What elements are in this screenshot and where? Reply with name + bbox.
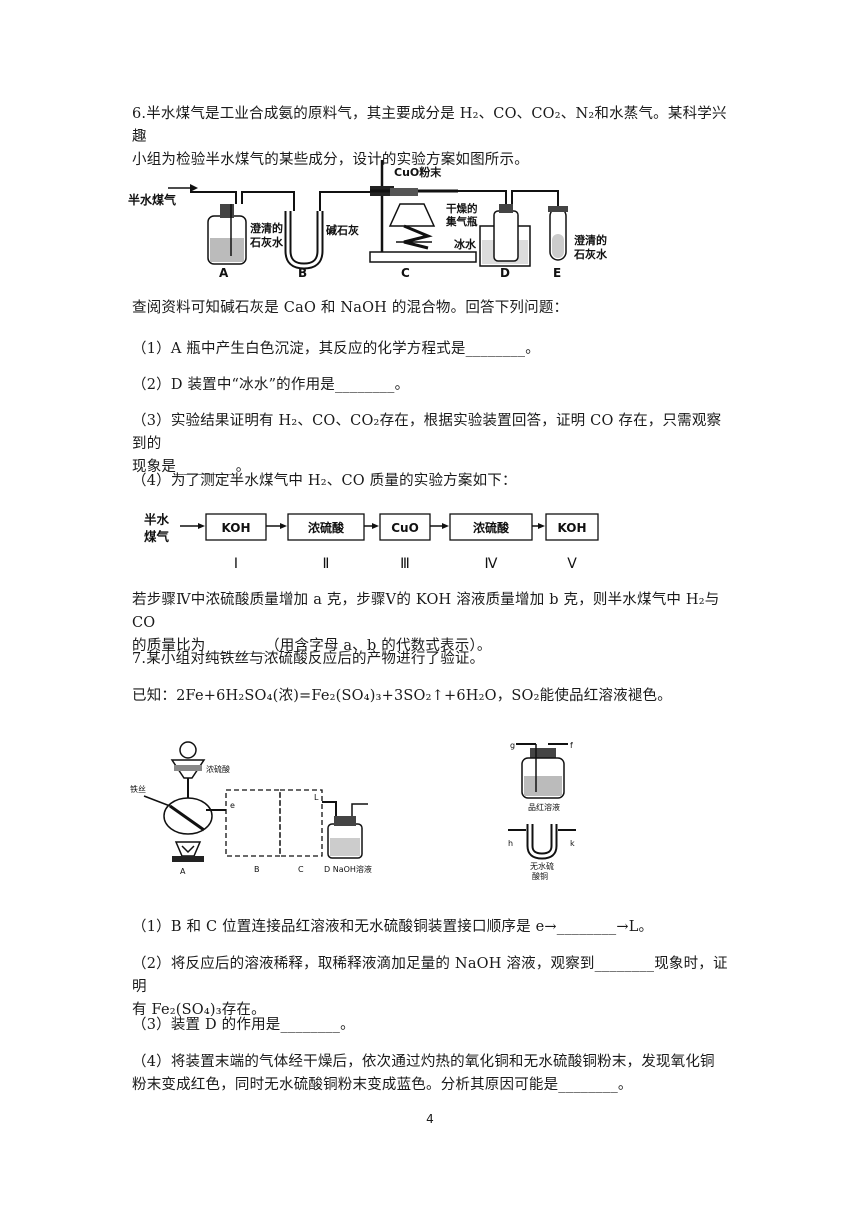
q6-sub1: （1）A 瓶中产生白色沉淀，其反应的化学方程式是________。 [132, 341, 540, 357]
q6-sub3-line2: 现象是________。 [132, 459, 251, 475]
b-label: 碱石灰 [326, 223, 359, 237]
b-box-label: B [254, 865, 260, 874]
letter-a: A [219, 266, 229, 280]
flow-start-2: 煤气 [144, 529, 170, 544]
q7-sub4-line1: （4）将装置末端的气体经干燥后，依次通过灼热的氧化铜和无水硫酸铜粉末，发现氧化铜 [132, 1054, 715, 1070]
q7-apparatus-figure: 浓硫酸 铁丝 A e B C L D NaOH溶液 [130, 741, 372, 876]
apparatus-c [369, 160, 488, 263]
flow-box-5: KOH [557, 521, 586, 535]
q6-flow-chart: 半水 煤气 KOH 浓硫酸 CuO 浓硫酸 KOH Ⅰ Ⅱ Ⅲ Ⅳ Ⅴ [144, 512, 599, 572]
q7-sub1: （1）B 和 C 位置连接品红溶液和无水硫酸铜装置接口顺序是 e→_______… [132, 919, 654, 935]
iron-label: 铁丝 [130, 784, 146, 794]
q6-tail-line1: 若步骤Ⅳ中浓硫酸质量增加 a 克，步骤Ⅴ的 KOH 溶液质量增加 b 克，则半水… [132, 592, 720, 631]
a-label-2: 石灰水 [249, 235, 284, 249]
q6-tail: 若步骤Ⅳ中浓硫酸质量增加 a 克，步骤Ⅴ的 KOH 溶液质量增加 b 克，则半水… [132, 589, 732, 658]
q6-sub2: （2）D 装置中“冰水”的作用是________。 [132, 377, 410, 393]
q6-intro: 6.半水煤气是工业合成氨的原料气，其主要成分是 H₂、CO、CO₂、N₂和水蒸气… [132, 103, 732, 172]
c-box-label: C [298, 865, 304, 874]
d-label-top-2: 集气瓶 [445, 215, 478, 228]
q6-sub3-line1: （3）实验结果证明有 H₂、CO、CO₂存在，根据实验装置回答，证明 CO 存在… [132, 413, 722, 452]
d-label-top-1: 干燥的 [446, 202, 478, 215]
flow-start-1: 半水 [144, 512, 170, 527]
c-label: CuO粉末 [394, 165, 442, 179]
q6-apparatus-figure: 半水煤气 澄清的 石灰水 碱石灰 CuO粉末 干燥的 [128, 160, 608, 280]
q6-intro-line2: 小组为检验半水煤气的某些成分，设计的实验方案如图所示。 [132, 152, 529, 168]
flow-step-3: Ⅲ [400, 556, 410, 572]
page-number: 4 [426, 1112, 434, 1126]
letter-c: C [401, 266, 410, 280]
q7-intro: 7.某小组对纯铁丝与浓硫酸反应后的产物进行了验证。 [132, 651, 485, 667]
d-label-bottom: 冰水 [454, 237, 477, 251]
q7-known: 已知：2Fe+6H₂SO₄(浓)=Fe₂(SO₄)₃+3SO₂↑+6H₂O，SO… [132, 688, 672, 704]
cuso4-label-1: 无水硫 [530, 861, 554, 871]
q7-sub2-line1: （2）将反应后的溶液稀释，取稀释液滴加足量的 NaOH 溶液，观察到______… [132, 956, 728, 995]
h-port-label: h [508, 839, 513, 848]
flow-box-2: 浓硫酸 [308, 520, 345, 535]
q7-parts-figure: g f 品红溶液 h k 无水硫 酸铜 [508, 741, 576, 880]
flow-box-1: KOH [221, 521, 250, 535]
q7-sub2-line2: 有 Fe₂(SO₄)₃存在。 [132, 1002, 266, 1018]
g-port-label: g [510, 741, 515, 750]
q6-sub4: （4）为了测定半水煤气中 H₂、CO 质量的实验方案如下： [132, 473, 517, 489]
e-label-1: 澄清的 [574, 233, 607, 247]
q6-sub3: （3）实验结果证明有 H₂、CO、CO₂存在，根据实验装置回答，证明 CO 存在… [132, 410, 732, 479]
flow-box-4: 浓硫酸 [473, 520, 510, 535]
flow-step-1: Ⅰ [234, 556, 238, 572]
e-label-2: 石灰水 [573, 247, 608, 261]
flow-box-3: CuO [391, 521, 419, 535]
q6-intro-line1: 6.半水煤气是工业合成氨的原料气，其主要成分是 H₂、CO、CO₂、N₂和水蒸气… [132, 106, 727, 145]
flow-step-4: Ⅳ [485, 556, 498, 572]
flow-step-5: Ⅴ [567, 556, 577, 572]
q7-sub4: （4）将装置末端的气体经干燥后，依次通过灼热的氧化铜和无水硫酸铜粉末，发现氧化铜… [132, 1051, 732, 1097]
letter-d: D [500, 266, 510, 280]
e-port-label: e [230, 801, 235, 810]
q7-sub2: （2）将反应后的溶液稀释，取稀释液滴加足量的 NaOH 溶液，观察到______… [132, 953, 732, 1022]
k-port-label: k [570, 839, 575, 848]
flow-step-2: Ⅱ [323, 556, 330, 572]
letter-e: E [553, 266, 561, 280]
q7-a-label: A [180, 867, 186, 876]
cuso4-label-2: 酸铜 [532, 871, 548, 880]
apparatus-d [479, 190, 559, 267]
d-bottle-label: D NaOH溶液 [324, 864, 372, 874]
l-port-label: L [314, 793, 319, 802]
f-port-label: f [570, 741, 573, 750]
q6-tail-line2: 的质量比为________（用含字母 a、b 的代数式表示）。 [132, 638, 492, 654]
u-tube-b [284, 191, 370, 270]
letter-b: B [298, 266, 307, 280]
a-label-1: 澄清的 [250, 221, 283, 235]
q7-sub4-line2: 粉末变成红色，同时无水硫酸铜粉末变成蓝色。分析其原因可能是________。 [132, 1077, 633, 1093]
tube-e [548, 206, 568, 261]
funnel-label: 浓硫酸 [206, 764, 230, 774]
q6-gas-label: 半水煤气 [128, 192, 176, 207]
bottle-a [207, 191, 295, 265]
q6-note: 查阅资料可知碱石灰是 CaO 和 NaOH 的混合物。回答下列问题： [132, 300, 569, 316]
q7-sub3: （3）装置 D 的作用是________。 [132, 1017, 355, 1033]
pinhong-label: 品红溶液 [528, 802, 560, 812]
